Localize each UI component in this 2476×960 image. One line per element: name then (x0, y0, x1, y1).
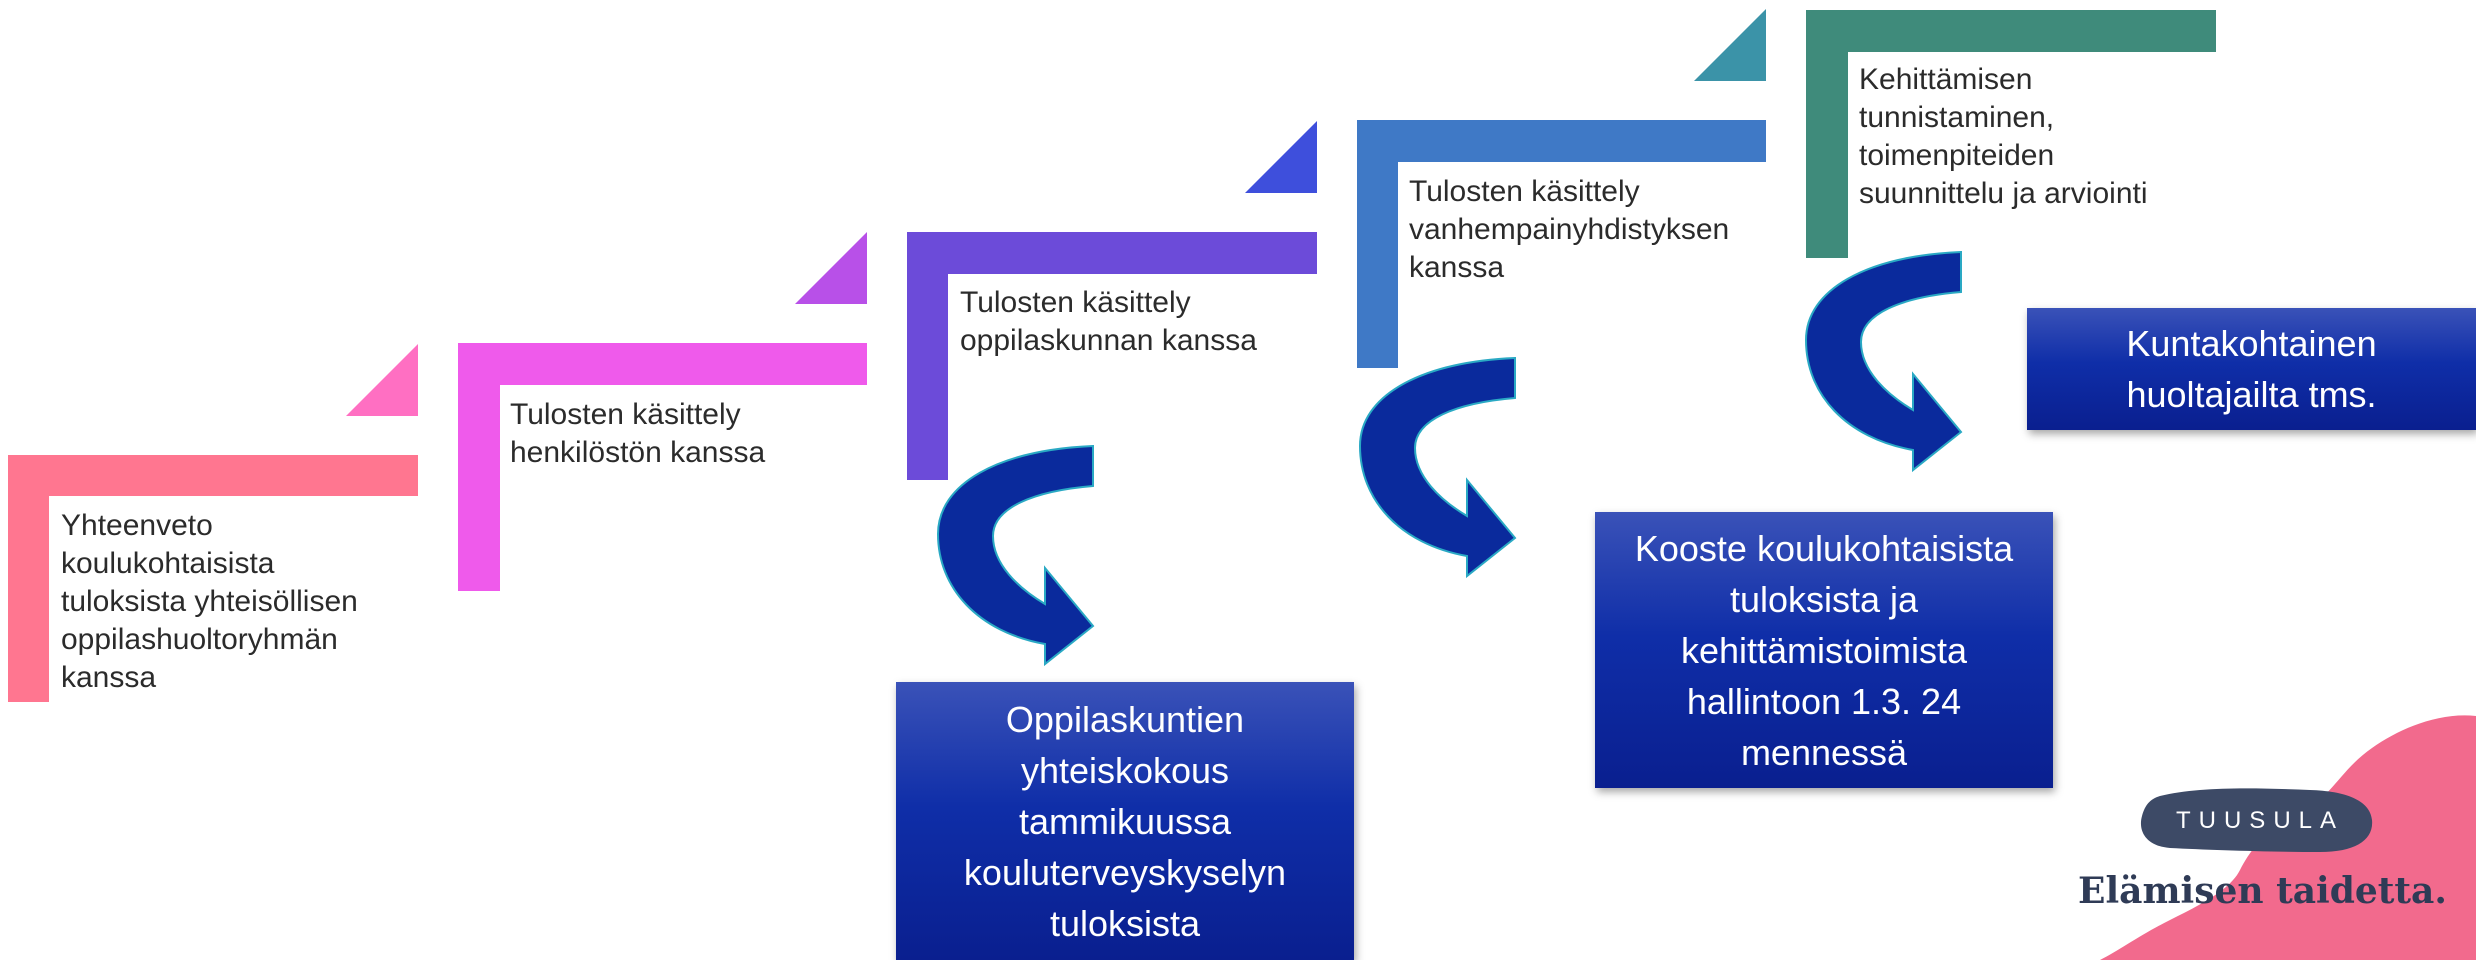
logo-name: TUUSULA (2175, 807, 2345, 834)
step-triangle-1 (346, 344, 418, 416)
step-bracket-2 (458, 343, 867, 591)
step-triangle-3 (1245, 121, 1317, 193)
tuusula-logo-badge (2140, 788, 2373, 852)
step-text-3: Tulosten käsittely oppilaskunnan kanssa (960, 286, 1257, 357)
step-text-5: Kehittämisen tunnistaminen, toimenpiteid… (1859, 63, 2148, 210)
step-text-1: Yhteenveto koulukohtaisista tuloksista y… (61, 509, 358, 694)
step-bracket-1 (8, 455, 418, 702)
curved-arrow-2 (1358, 356, 1517, 579)
logo-tagline: Elämisen taidetta. (2078, 870, 2447, 912)
box-kooste-hallintoon: Kooste koulukohtaisista tuloksista ja ke… (1595, 512, 2053, 788)
step-triangle-2 (795, 232, 867, 304)
step-bracket-3 (907, 232, 1317, 480)
step-triangle-4 (1694, 9, 1766, 81)
box-kuntakohtainen-huoltajailta: Kuntakohtainen huoltajailta tms. (2027, 308, 2476, 430)
step-bracket-4 (1357, 120, 1766, 368)
step-bracket-5 (1806, 10, 2216, 258)
step-text-2: Tulosten käsittely henkilöstön kanssa (510, 398, 766, 469)
step-text-4: Tulosten käsittely vanhempainyhdistyksen… (1409, 175, 1730, 284)
curved-arrow-3 (1804, 250, 1963, 473)
curved-arrow-1 (936, 444, 1095, 667)
box-oppilaskuntien-yhteiskokous: Oppilaskuntien yhteiskokous tammikuussa … (896, 682, 1354, 960)
